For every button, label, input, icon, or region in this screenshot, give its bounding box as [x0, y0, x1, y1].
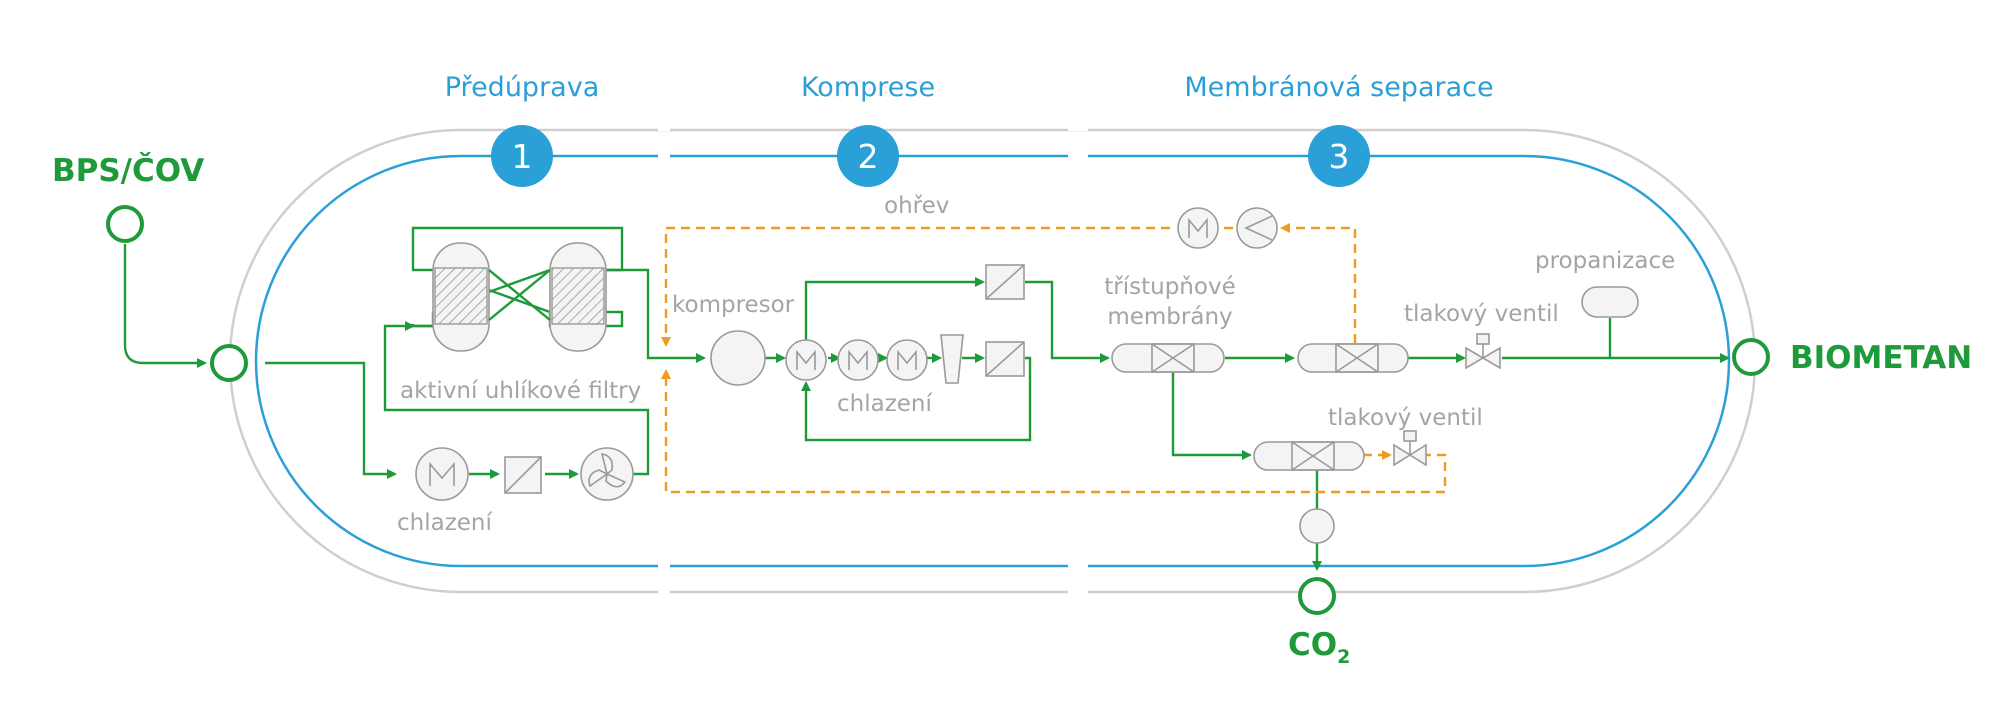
pressure-valve-icon — [1465, 333, 1501, 370]
filter-icon — [985, 264, 1025, 300]
input-label: BPS/ČOV — [52, 152, 204, 189]
heat-exchanger-icon — [886, 339, 928, 381]
label-pressure-valve-1: tlakový ventil — [1404, 301, 1559, 327]
adsorber-cross-connection — [488, 269, 551, 321]
compressor-icon — [710, 330, 766, 386]
inlet-node — [210, 344, 248, 382]
activated-carbon-adsorber-2 — [549, 242, 607, 352]
heating-loop-lines — [661, 223, 1447, 494]
co2-node — [1298, 577, 1336, 615]
filter-icon — [504, 456, 542, 494]
membrane-module-icon — [1111, 343, 1225, 373]
activated-carbon-adsorber-1 — [432, 242, 490, 352]
label-propanization: propanizace — [1535, 248, 1675, 274]
label-membranes-line2: membrány — [1107, 304, 1232, 330]
co2-blower-icon — [1299, 508, 1335, 544]
propane-tank-icon — [1581, 286, 1639, 318]
stage-badge-1: 1 — [491, 125, 553, 187]
condensate-separator-icon — [940, 334, 964, 384]
svg-text:3: 3 — [1329, 137, 1350, 176]
heat-exchanger-icon — [415, 447, 469, 501]
label-membranes-line1: třístupňové — [1104, 274, 1235, 300]
stage-title-3: Membránová separace — [1184, 72, 1493, 103]
heat-exchanger-icon — [785, 339, 827, 381]
svg-text:2: 2 — [858, 137, 879, 176]
stage-badge-3: 3 — [1308, 125, 1370, 187]
output-label: BIOMETAN — [1790, 340, 1972, 376]
label-pressure-valve-2: tlakový ventil — [1328, 405, 1483, 431]
stage-title-1: Předúprava — [445, 72, 600, 103]
pressure-valve-icon — [1393, 430, 1427, 467]
heat-exchanger-icon — [837, 339, 879, 381]
stage-title-2: Komprese — [801, 72, 935, 103]
filter-icon — [985, 341, 1025, 377]
track-gaps — [658, 119, 1088, 601]
label-compressor: kompresor — [672, 292, 795, 318]
stage-badge-2: 2 — [837, 125, 899, 187]
co2-label: CO2 — [1288, 627, 1350, 668]
membrane-module-icon — [1253, 441, 1365, 471]
output-node — [1732, 338, 1770, 376]
pump-icon — [1236, 207, 1278, 249]
blower-fan-icon — [580, 447, 634, 501]
label-activated-carbon: aktivní uhlíkové filtry — [400, 378, 641, 404]
label-cooling-1: chlazení — [397, 510, 493, 536]
label-heating: ohřev — [884, 193, 949, 219]
heat-exchanger-icon — [1177, 207, 1219, 249]
input-node — [106, 205, 144, 243]
label-cooling-2: chlazení — [837, 391, 933, 417]
membrane-module-icon — [1297, 343, 1409, 373]
svg-text:1: 1 — [512, 137, 533, 176]
